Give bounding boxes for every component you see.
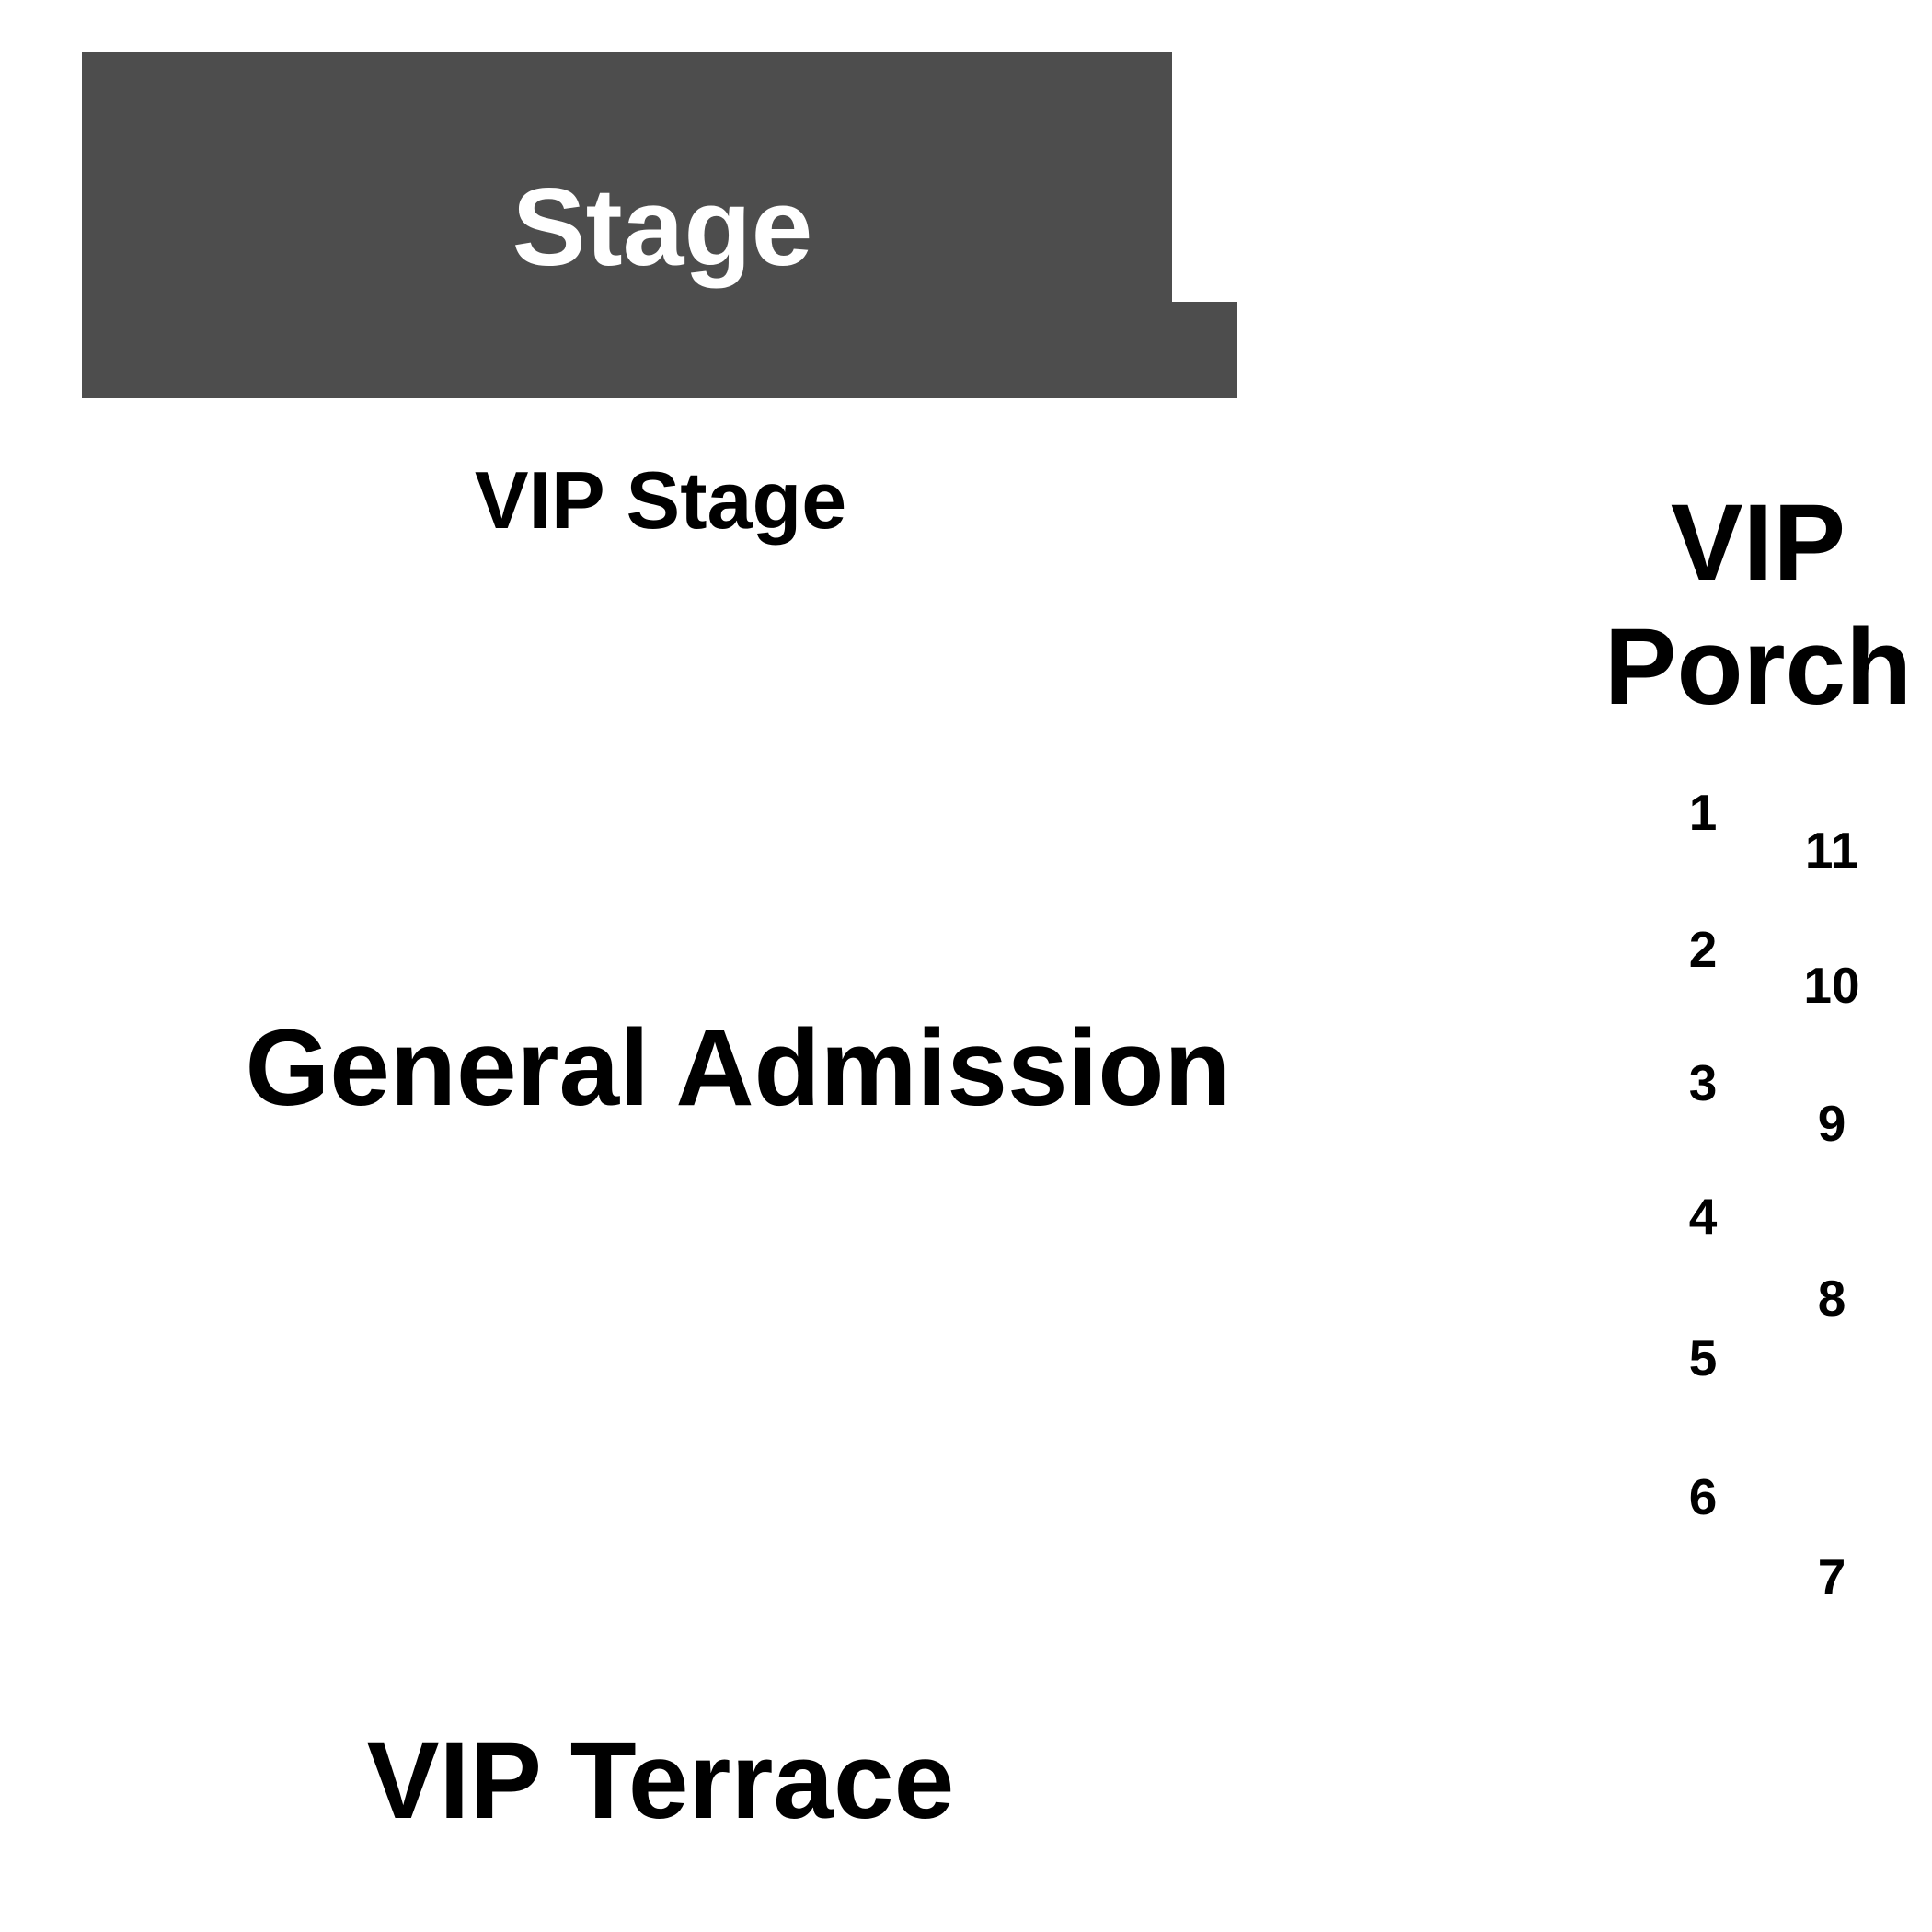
porch-box-number[interactable]: 9 xyxy=(1818,1095,1846,1152)
vip-stage-label: VIP Stage xyxy=(475,454,846,546)
porch-box-number[interactable]: 7 xyxy=(1818,1548,1846,1605)
porch-box-number[interactable]: 2 xyxy=(1689,921,1718,978)
porch-box-number[interactable]: 5 xyxy=(1689,1329,1718,1386)
vip-stage-section[interactable]: VIP Stage xyxy=(475,454,846,546)
vip-terrace-label: VIP Terrace xyxy=(367,1720,955,1842)
general-admission-section[interactable]: General Admission xyxy=(245,1007,1230,1129)
vip-terrace-section[interactable]: VIP Terrace xyxy=(367,1720,955,1842)
porch-box-number[interactable]: 10 xyxy=(1803,957,1859,1014)
porch-box-number[interactable]: 1 xyxy=(1689,784,1718,841)
porch-box-number[interactable]: 6 xyxy=(1689,1468,1718,1525)
vip-porch-label-line1: VIP xyxy=(1671,482,1846,604)
vip-porch-label-line2: Porch xyxy=(1604,606,1912,728)
stage-section[interactable]: Stage xyxy=(82,52,1237,398)
stage-shape[interactable] xyxy=(82,52,1237,398)
porch-box-number[interactable]: 3 xyxy=(1689,1054,1718,1111)
porch-box-number[interactable]: 11 xyxy=(1805,822,1858,879)
porch-box-number[interactable]: 4 xyxy=(1689,1188,1718,1245)
porch-box-number[interactable]: 8 xyxy=(1818,1270,1846,1327)
vip-porch-section[interactable]: VIP Porch 1 2 3 4 5 6 11 10 9 8 7 xyxy=(1604,482,1912,1605)
general-admission-label: General Admission xyxy=(245,1007,1230,1129)
stage-label: Stage xyxy=(512,166,813,289)
